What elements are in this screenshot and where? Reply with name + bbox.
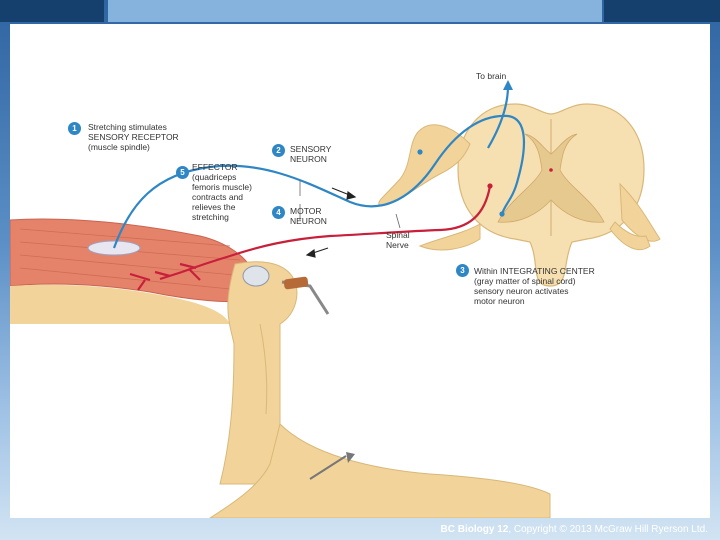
step-3-label: Within INTEGRATING CENTER (gray matter o… [474,266,595,306]
step-3-number: 3 [456,264,469,277]
copyright-footer: BC Biology 12, Copyright © 2013 McGraw H… [0,520,720,540]
step-1-number: 1 [68,122,81,135]
reflex-arc-illustration [10,80,661,518]
header-bar-left [0,0,104,22]
header-bar-middle [108,0,602,22]
step-2-number: 2 [272,144,285,157]
diagram-panel: To brain 1 Stretching stimulates SENSORY… [10,24,710,518]
sensory-neuron-path [112,80,525,249]
quadriceps-muscle [10,218,256,324]
step-1-label: Stretching stimulates SENSORY RECEPTOR (… [88,122,179,152]
step-5-number: 5 [176,166,189,179]
to-brain-label: To brain [476,71,507,81]
motor-neuron-path [129,183,493,291]
direction-arrows [305,187,357,258]
header-bar-right [604,0,720,22]
step-4-number: 4 [272,206,285,219]
dorsal-root-ganglion [378,124,661,251]
knee-and-leg [209,261,551,518]
book-title: BC Biology 12 [440,524,509,535]
leader-lines [299,180,401,229]
step-4-label: MOTOR NEURON [290,206,327,226]
step-5-label: EFFECTOR (quadriceps femoris muscle) con… [192,162,252,222]
copyright-text: , Copyright © 2013 McGraw Hill Ryerson L… [508,524,708,535]
tap-arrow [309,455,347,480]
spinal-nerve-label: Spinal Nerve [386,230,410,250]
patella [242,265,270,287]
spinal-cord-cross-section [457,103,645,287]
step-2-label: SENSORY NEURON [290,144,332,164]
